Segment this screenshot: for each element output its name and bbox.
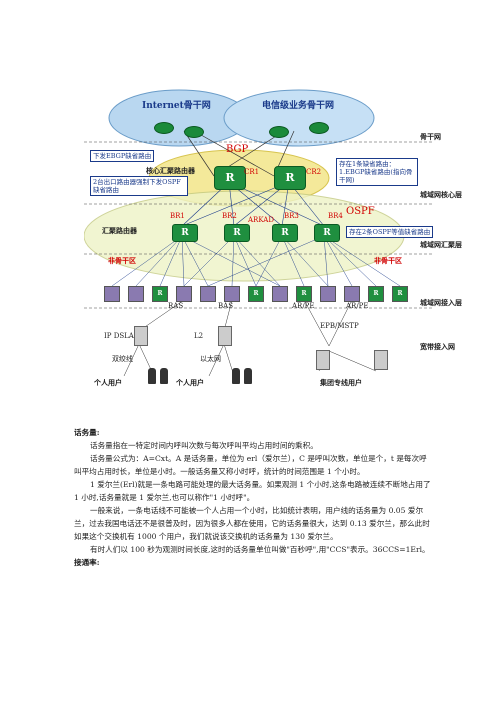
layer-core-label: 城域网核心层 [420, 190, 462, 199]
agg-router-label: 汇聚路由器 [102, 226, 137, 235]
br4-label: BR4 [328, 212, 343, 220]
l2-label: L2 [194, 332, 204, 340]
user-icon [160, 368, 168, 384]
note-ospf-default: 2台出口路由器强制下发OSPF缺省路由 [90, 176, 188, 196]
layer-access-label: 城域网接入层 [420, 298, 462, 307]
access-router: R [152, 286, 168, 302]
layer-user-label: 宽带接入网 [420, 342, 455, 351]
br3-label: BR3 [284, 212, 299, 220]
arpe-label-1: AR/PE [292, 302, 315, 310]
arpe-label-2: AR/PE [346, 302, 369, 310]
ospf-label: OSPF [346, 206, 375, 217]
access-device [320, 286, 336, 302]
backbone-router-icon [154, 122, 174, 134]
user-icon [244, 368, 252, 384]
article-text: 话务量: 话务量指在一特定时间内呼叫次数与每次呼叫平均占用时间的乘积。 话务量公… [74, 426, 434, 569]
nonbackbone-right: 非骨干区 [374, 256, 402, 265]
personal-user-label-2: 个人用户 [176, 378, 204, 387]
access-router: R [368, 286, 384, 302]
access-device [104, 286, 120, 302]
agg-router-br4: R [314, 224, 340, 242]
cr1-label: CR1 [244, 168, 260, 176]
telecom-cloud-label: 电信级业务骨干网 [262, 101, 335, 111]
br2-label: BR2 [222, 212, 237, 220]
heading-traffic: 话务量: [74, 428, 100, 437]
backbone-router-icon [309, 122, 329, 134]
bgp-label: BGP [226, 144, 249, 155]
paragraph-5: 有时人们以 100 秒为观测时间长度,这时的话务量单位叫做"百秒呼",用"CCS… [90, 545, 430, 554]
arkad-label: ARKAD [248, 216, 274, 224]
note-ebgp: 下发EBGP缺省路由 [90, 150, 155, 162]
access-router: R [248, 286, 264, 302]
group-user-label: 集团专线用户 [320, 378, 362, 387]
access-device [176, 286, 192, 302]
br1-label: BR1 [170, 212, 185, 220]
user-icon [232, 368, 240, 384]
agg-router-br3: R [272, 224, 298, 242]
agg-router-br1: R [172, 224, 198, 242]
agg-router-br2: R [224, 224, 250, 242]
note-right-ospf: 存在2条OSPF等值缺省路由 [346, 226, 434, 238]
access-device [344, 286, 360, 302]
core-router-label: 核心汇聚路由器 [146, 166, 195, 175]
ethernet-label: 以太网 [200, 355, 221, 363]
bas-label: BAS [218, 302, 233, 310]
backbone-router-icon [184, 126, 204, 138]
access-device [200, 286, 216, 302]
layer-backbone-label: 骨干网 [420, 132, 441, 141]
backbone-router-icon [269, 126, 289, 138]
paragraph-4: 一般来说，一条电话线不可能被一个人占用一个小时，比如统计表明，用户线的话务量为 … [74, 506, 430, 541]
ip-dslam-label: IP DSLAM [104, 332, 141, 340]
paragraph-2: 话务量公式为：A=Cxt。A 是话务量，单位为 erl（爱尔兰），C 是呼叫次数… [74, 454, 427, 476]
ras-label: RAS [168, 302, 184, 310]
access-device [224, 286, 240, 302]
cr2-label: CR2 [306, 168, 322, 176]
access-router: R [392, 286, 408, 302]
internet-cloud-label: Internet骨干网 [142, 101, 211, 111]
telecom-cloud-shape [223, 89, 375, 147]
l2-switch-icon [218, 326, 232, 346]
access-router: R [296, 286, 312, 302]
personal-user-label-1: 个人用户 [94, 378, 122, 387]
server-icon [316, 350, 330, 370]
user-icon [148, 368, 156, 384]
access-device [128, 286, 144, 302]
core-router-cr2: R [274, 166, 306, 190]
paragraph-1: 话务量指在一特定时间内呼叫次数与每次呼叫平均占用时间的乘积。 [90, 441, 318, 450]
server-icon [374, 350, 388, 370]
epb-label: EPB/MSTP [320, 322, 359, 330]
dsl-line-label: 双绞线 [112, 355, 133, 363]
paragraph-3: 1 爱尔兰(Erl)就是一条电路可能处理的最大话务量。如果观测 1 个小时,这条… [74, 480, 431, 502]
network-diagram: Internet骨干网 电信级业务骨干网 骨干网 城域网核心层 城域网汇聚层 城… [84, 86, 462, 396]
nonbackbone-left: 非骨干区 [108, 256, 136, 265]
access-device [272, 286, 288, 302]
heading-connect-rate: 接通率: [74, 558, 100, 567]
note-right-ebgp: 存在1条缺省路由：1.EBGP缺省路由(指向骨干网) [336, 158, 418, 186]
dslam-device-icon [134, 326, 148, 346]
layer-agg-label: 城域网汇聚层 [420, 240, 462, 249]
core-router-cr1: R [214, 166, 246, 190]
